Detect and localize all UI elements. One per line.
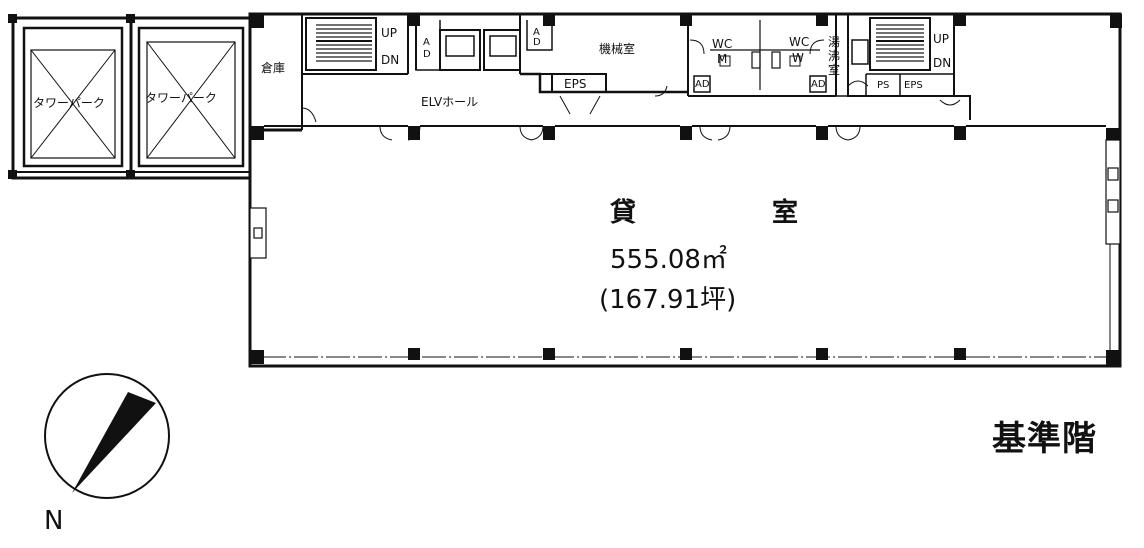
stairwell-left (305, 17, 377, 71)
room-label-wc-w-2: W (792, 51, 804, 65)
ad-label-a2: A (533, 27, 540, 38)
room-label-storage: 倉庫 (261, 61, 286, 75)
room-label-kitchenette-3: 室 (828, 63, 841, 77)
room-label-tower-park-2: タワーパーク (145, 91, 217, 105)
north-arrow (44, 373, 170, 499)
room-label-kitchenette-2: 沸 (828, 49, 841, 63)
room-label-wc-w-1: WC (789, 35, 810, 49)
structural-columns (250, 14, 1122, 366)
tower-park-block (8, 14, 252, 180)
ad-label-d1: D (423, 49, 431, 60)
elevator-shafts (439, 29, 521, 71)
door-swings (301, 39, 961, 141)
ad-label-wc-left: AD (695, 79, 710, 90)
ad-label-d2: D (533, 37, 541, 48)
floor-name: 基準階 (992, 419, 1097, 459)
room-label-tower-park-1: タワーパーク (33, 96, 105, 110)
room-label-wc-m-2: M (717, 52, 728, 66)
rental-room-title: 貸 室 (610, 198, 827, 228)
north-label: N (44, 506, 64, 536)
room-label-elv-hall: ELVホール (421, 95, 479, 109)
rental-room-area-tsubo: (167.91坪) (599, 285, 737, 315)
room-label-eps-right: EPS (904, 80, 923, 91)
rental-room-area-m2: 555.08㎡ (610, 245, 727, 275)
ad-label-a1: A (423, 37, 430, 48)
stair-label-right-dn: DN (933, 56, 952, 70)
core-walls (264, 14, 1106, 127)
room-label-kitchenette-1: 湯 (828, 35, 841, 49)
stair-label-left-up: UP (381, 26, 398, 40)
stairwell-right (869, 17, 931, 71)
side-openings (249, 139, 1121, 259)
stair-label-left-dn: DN (381, 53, 400, 67)
ad-label-wc-right: AD (811, 79, 826, 90)
room-label-machine-room: 機械室 (599, 42, 636, 56)
room-label-eps-center: EPS (564, 77, 587, 91)
room-label-wc-m-1: WC (712, 37, 733, 51)
stair-label-right-up: UP (933, 32, 950, 46)
room-label-ps-right: PS (877, 80, 890, 91)
